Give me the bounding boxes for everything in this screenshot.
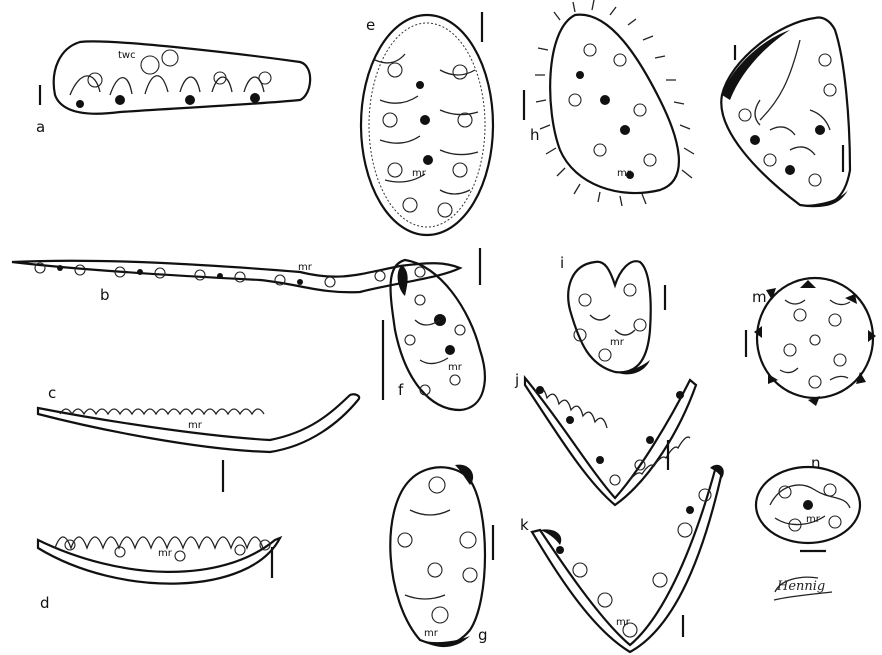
panel-n: n mr [756,454,860,551]
panel-label-g: g [478,626,488,644]
annotation-b-mr: mr [298,262,313,273]
panel-label-f: f [398,381,404,399]
panel-label-h: h [530,126,540,144]
panel-g: g mr [390,465,493,647]
annotation-k-mr: mr [616,617,631,628]
panel-label-b: b [100,286,110,304]
panel-k: k mr [520,465,724,652]
panel-f: f mr [383,260,485,410]
signature-text: Hennig [776,579,825,594]
panel-label-c: c [48,384,56,402]
panel-label-a: a [36,118,45,136]
panel-h: h mr [524,0,694,206]
panel-c: c mr [38,384,359,492]
annotation-f-mr: mr [448,362,463,373]
panel-e: e mr [361,12,493,235]
panel-j: j [514,371,696,505]
panel-i: i mr [560,254,665,374]
annotation-twc: twc [118,50,136,61]
annotation-h-mr: mr [617,168,632,179]
panel-l [721,18,850,207]
panel-label-e: e [366,16,375,34]
annotation-e-mr: mr [412,168,427,179]
panel-label-i: i [560,254,564,272]
panel-m: m [746,278,876,406]
panel-d: d mr [38,537,280,612]
annotation-i-mr: mr [610,337,625,348]
panel-label-n: n [811,454,821,472]
panel-label-k: k [520,516,529,534]
panel-label-m: m [752,288,767,306]
artist-signature: Hennig [774,577,832,600]
panel-label-j: j [514,371,519,389]
annotation-c-mr: mr [188,420,203,431]
annotation-d-mr: mr [158,548,173,559]
panel-a: a twc [36,41,310,136]
panel-label-d: d [40,594,50,612]
annotation-g-mr: mr [424,628,439,639]
annotation-n-mr: mr [806,514,821,525]
panel-b: b mr [12,248,480,304]
